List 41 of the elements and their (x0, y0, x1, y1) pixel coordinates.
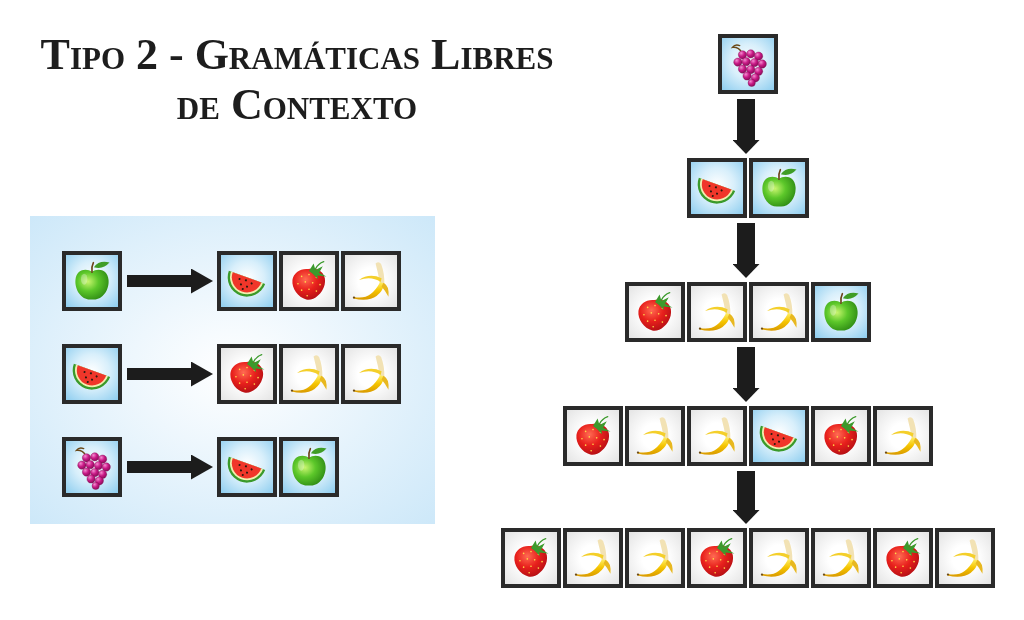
fruit-tile (687, 158, 747, 218)
fruit-tile (687, 528, 747, 588)
fruit-tile (718, 34, 778, 94)
fruit-tile (563, 528, 623, 588)
fruit-tile (279, 251, 339, 311)
arrow (127, 454, 213, 480)
fruit-tile (687, 406, 747, 466)
fruit-tile (341, 251, 401, 311)
rules-panel (30, 216, 435, 524)
fruit-tile (811, 528, 871, 588)
arrow (732, 471, 760, 524)
arrow (732, 347, 760, 402)
fruit-tile (687, 282, 747, 342)
fruit-tile (217, 344, 277, 404)
arrow (732, 99, 760, 154)
fruit-tile (935, 528, 995, 588)
fruit-tile (749, 528, 809, 588)
fruit-tile (625, 528, 685, 588)
fruit-tile (501, 528, 561, 588)
arrow (127, 268, 213, 294)
fruit-tile (625, 406, 685, 466)
arrow (732, 223, 760, 278)
fruit-tile (62, 437, 122, 497)
fruit-tile (62, 344, 122, 404)
fruit-tile (341, 344, 401, 404)
fruit-tile (749, 282, 809, 342)
fruit-tile (217, 251, 277, 311)
fruit-tile (873, 406, 933, 466)
fruit-tile (873, 528, 933, 588)
fruit-tile (811, 282, 871, 342)
arrow (127, 361, 213, 387)
title: Tipo 2 - Gramáticas Libres de Contexto (39, 30, 555, 130)
fruit-tile (625, 282, 685, 342)
fruit-tile (279, 437, 339, 497)
fruit-tile (62, 251, 122, 311)
fruit-tile (279, 344, 339, 404)
fruit-tile (217, 437, 277, 497)
fruit-tile (811, 406, 871, 466)
fruit-tile (563, 406, 623, 466)
fruit-tile (749, 406, 809, 466)
fruit-tile (749, 158, 809, 218)
